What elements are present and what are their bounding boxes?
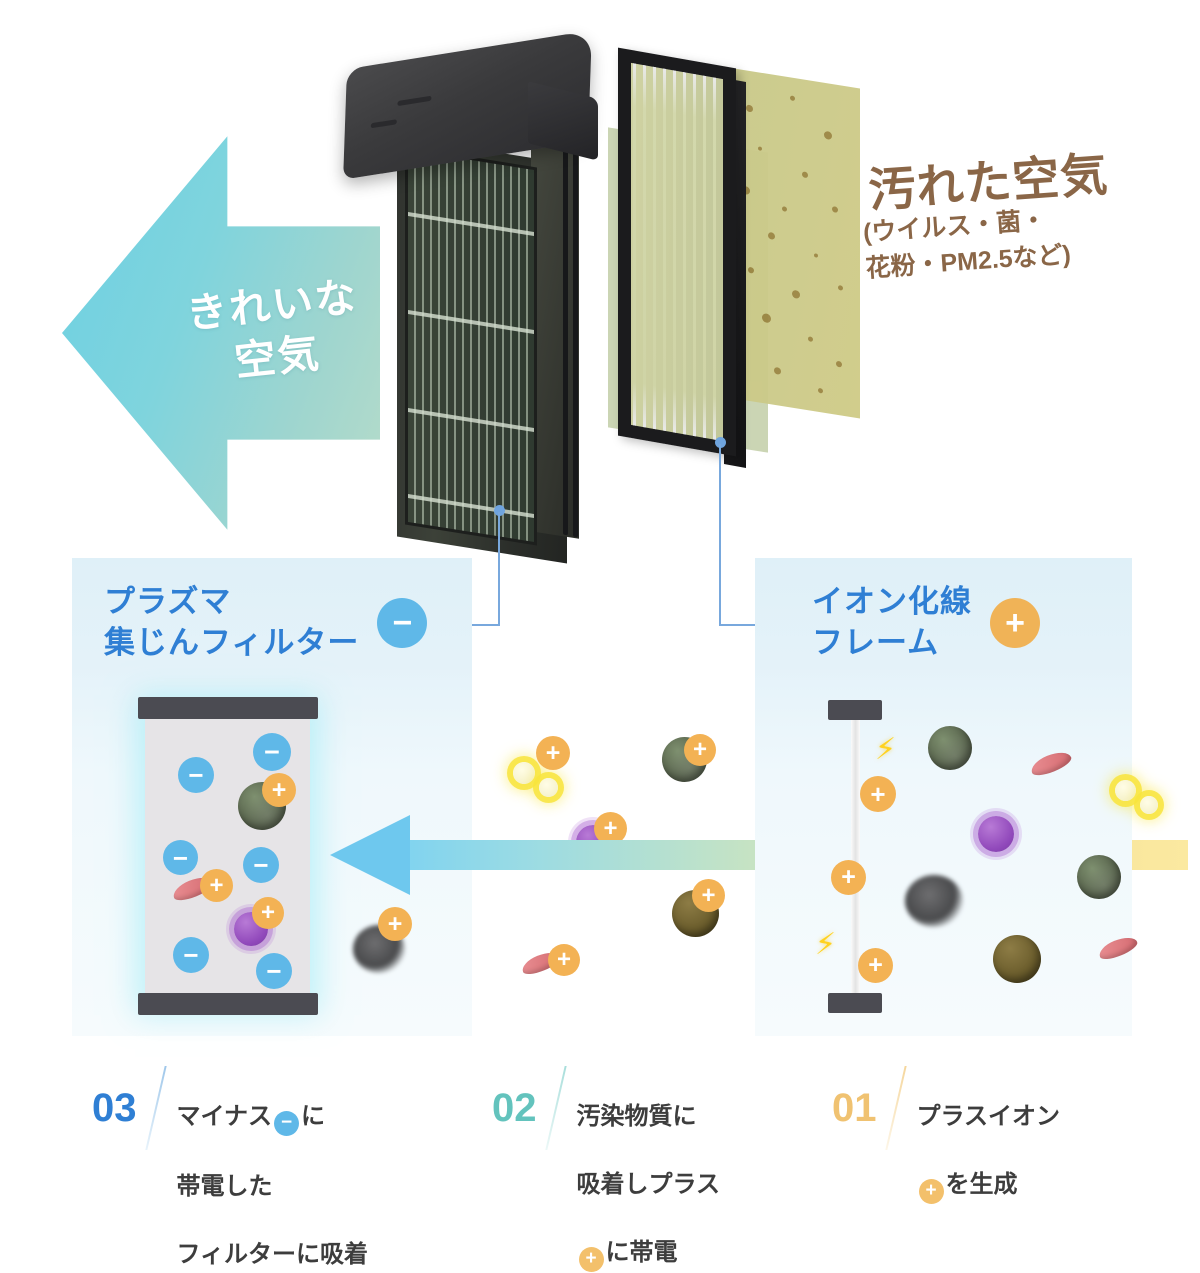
plus-ion-icon: + <box>918 1179 944 1205</box>
dust-particle-icon <box>993 935 1041 983</box>
filter-cap-bottom <box>138 993 318 1015</box>
callout-dot-ionizer <box>715 437 726 448</box>
device-side-panel <box>531 131 579 539</box>
plus-ion-icon: + <box>831 860 866 895</box>
panel-right-header: イオン化線 フレーム + <box>812 582 1040 664</box>
mold-spore-icon <box>928 726 972 770</box>
step-02-line2: 吸着しプラス <box>576 1171 721 1199</box>
step-02-divider <box>544 1066 567 1150</box>
step-02-text: 汚染物質に 吸着しプラス +に帯電 <box>576 1066 721 1273</box>
minus-ion-icon: − <box>243 847 279 883</box>
virus-icon <box>978 816 1014 852</box>
step-01-number: 01 <box>832 1086 877 1130</box>
panel-left-header: プラズマ 集じんフィルター − <box>104 582 428 664</box>
plus-ion-icon: + <box>684 734 716 766</box>
plus-ion-icon: + <box>860 776 896 812</box>
minus-ion-icon: − <box>163 840 198 875</box>
step-03-divider <box>144 1066 167 1150</box>
step-02-number: 02 <box>492 1086 537 1130</box>
plus-ion-icon: + <box>990 597 1040 648</box>
ionizer-wire-frame <box>612 47 762 468</box>
lightning-bolt-icon: ⚡ <box>875 733 897 766</box>
panel-ionizer-frame <box>755 558 1132 1036</box>
minus-ion-icon: − <box>173 937 209 973</box>
step-03-line2: 帯電した <box>176 1173 273 1201</box>
minus-ion-icon: − <box>256 953 292 989</box>
plus-ion-icon: + <box>578 1247 604 1273</box>
minus-ion-icon: − <box>274 1111 300 1137</box>
minus-ion-icon: − <box>178 757 214 793</box>
mold-spore-icon <box>1077 855 1121 899</box>
minus-ion-icon: − <box>377 597 428 648</box>
air-purifier-device <box>335 30 635 564</box>
plus-ion-icon: + <box>548 944 580 976</box>
callout-line-ionizer-vertical <box>719 444 721 626</box>
callout-dot-filter <box>494 505 505 516</box>
plus-ion-icon: + <box>692 879 725 912</box>
plus-ion-icon: + <box>200 869 233 902</box>
step-02: 02 汚染物質に 吸着しプラス +に帯電 <box>492 1066 721 1273</box>
ionizer-cap-top <box>828 700 882 720</box>
pollen-icon <box>1140 796 1158 814</box>
step-01-divider <box>884 1066 907 1150</box>
step-01-text: プラスイオン +を生成 <box>916 1066 1061 1205</box>
plus-ion-icon: + <box>594 812 627 845</box>
callout-line-filter-horizontal <box>464 624 500 626</box>
callout-line-ionizer-horizontal <box>719 624 759 626</box>
callout-line-filter-vertical <box>498 512 500 625</box>
ionizer-wire-rod <box>851 705 860 1005</box>
step-03-number: 03 <box>92 1086 137 1130</box>
step-02-line1: 汚染物質に <box>576 1103 697 1131</box>
device-filter-face <box>405 146 537 546</box>
step-01: 01 プラスイオン +を生成 <box>832 1066 1061 1205</box>
pollen-icon <box>1115 780 1136 801</box>
plus-ion-icon: + <box>378 907 412 941</box>
step-01-line2b: を生成 <box>945 1171 1018 1199</box>
pollen-icon <box>513 762 535 784</box>
infographic-canvas: きれいな 空気 汚れた空気 (ウイルス・菌・ 花粉・PM2.5など) <box>62 30 1188 1273</box>
step-03-line3: フィルターに吸着 <box>176 1241 369 1269</box>
step-03: 03 マイナス−に 帯電した フィルターに吸着 <box>92 1066 368 1272</box>
pollen-icon <box>539 778 558 797</box>
panel-right-title: イオン化線 フレーム <box>812 584 972 660</box>
filter-cap-top <box>138 697 318 719</box>
plus-ion-icon: + <box>252 897 284 929</box>
smoke-particle-icon <box>905 875 963 927</box>
step-03-line1a: マイナス <box>176 1103 273 1131</box>
plus-ion-icon: + <box>536 736 570 770</box>
ionizer-cap-bottom <box>828 993 882 1013</box>
plus-ion-icon: + <box>262 773 296 807</box>
step-02-line3b: に帯電 <box>605 1239 678 1267</box>
ionizer-frame-outer <box>618 47 736 457</box>
step-03-text: マイナス−に 帯電した フィルターに吸着 <box>177 1066 369 1272</box>
plus-ion-icon: + <box>858 948 893 983</box>
step-01-line1: プラスイオン <box>916 1103 1061 1131</box>
lightning-bolt-icon: ⚡ <box>815 928 837 961</box>
minus-ion-icon: − <box>253 733 291 771</box>
step-03-line1b: に <box>301 1103 326 1131</box>
panel-left-title: プラズマ 集じんフィルター <box>104 584 360 660</box>
